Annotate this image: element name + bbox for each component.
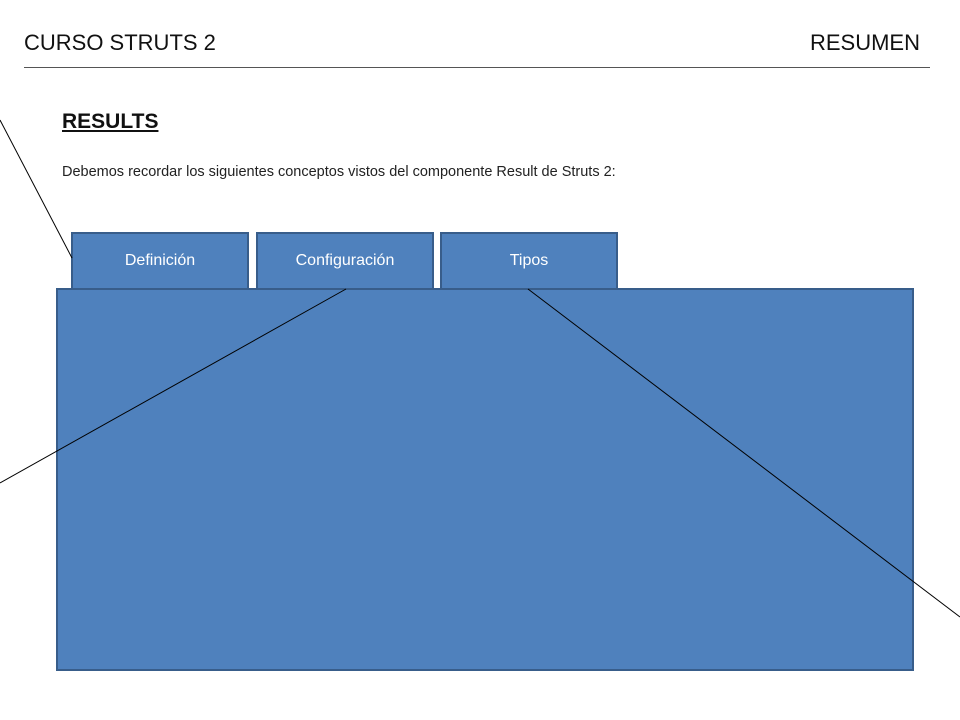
section-label: RESUMEN [809,30,920,55]
header-divider [24,67,930,68]
tab-label: Definición [124,252,196,269]
tab-configuracion[interactable]: Configuración [256,232,434,289]
intro-text: Debemos recordar los siguientes concepto… [62,164,616,180]
tab-content-panel [56,288,914,671]
course-title: CURSO STRUTS 2 [24,30,216,55]
tab-tipos[interactable]: Tipos [440,232,618,289]
tab-definicion[interactable]: Definición [71,232,249,289]
tab-label: Configuración [295,252,395,269]
tab-label: Tipos [509,252,549,269]
page-title: RESULTS [62,110,159,133]
connector-line-definicion [0,119,73,259]
